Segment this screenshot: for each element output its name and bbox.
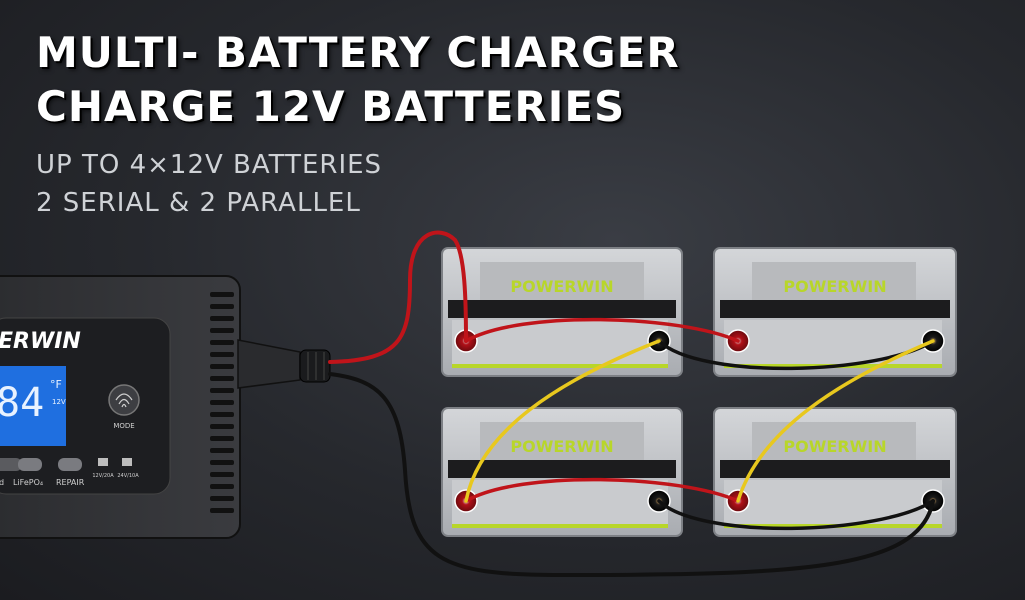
charger-button-label-1: d (0, 478, 4, 487)
charger-lcd (0, 366, 66, 446)
battery-2: POWERWIN (713, 247, 957, 377)
charger-mode-label: MODE (113, 422, 134, 430)
subheadline: UP TO 4×12V BATTERIES 2 SERIAL & 2 PARAL… (36, 146, 382, 222)
charger-lcd-sub: 12V (52, 398, 66, 406)
battery-3: POWERWIN (441, 407, 683, 537)
charger-button-1[interactable] (0, 458, 22, 471)
battery-indicator-icon-1 (98, 458, 108, 466)
subheadline-line-1: UP TO 4×12V BATTERIES (36, 150, 383, 180)
charger-lcd-unit: °F (50, 378, 62, 391)
charger: ERWIN 84 °F 12V MODE d LiFePO₄ REPAIR 12… (0, 275, 331, 539)
headline: MULTI- BATTERY CHARGER CHARGE 12V BATTER… (36, 26, 680, 134)
parallel-black-bottom (657, 499, 935, 531)
battery-2-brand: POWERWIN (783, 277, 886, 296)
charger-buttons (0, 458, 82, 471)
parallel-red-bottom (464, 477, 740, 503)
charger-vents (210, 292, 234, 513)
headline-line-2: CHARGE 12V BATTERIES (36, 82, 626, 131)
main-negative-cable (328, 372, 935, 578)
battery-1: POWERWIN (441, 247, 683, 377)
charger-button-2[interactable] (18, 458, 42, 471)
subheadline-line-2: 2 SERIAL & 2 PARALLEL (36, 188, 361, 218)
main-positive-cable (328, 230, 468, 364)
charger-cable-sleeve (237, 339, 301, 389)
wiring (328, 230, 935, 578)
charger-button-label-3: REPAIR (56, 478, 85, 487)
battery-1-brand: POWERWIN (510, 277, 613, 296)
charger-brand: ERWIN (0, 329, 81, 354)
battery-4-brand: POWERWIN (783, 437, 886, 456)
parallel-red-top (464, 317, 740, 343)
series-yellow-left (464, 339, 661, 503)
charger-indicator-label-1: 12V/20A (92, 473, 114, 479)
battery-indicator-icon-2 (122, 458, 132, 466)
charger-lcd-value: 84 (0, 380, 44, 426)
headline-line-1: MULTI- BATTERY CHARGER (36, 28, 680, 77)
charger-indicator-label-2: 24V/10A (117, 473, 139, 479)
series-yellow-right (736, 339, 935, 503)
charger-button-3[interactable] (58, 458, 82, 471)
charger-button-label-2: LiFePO₄ (13, 478, 43, 487)
battery-3-brand: POWERWIN (510, 437, 613, 456)
